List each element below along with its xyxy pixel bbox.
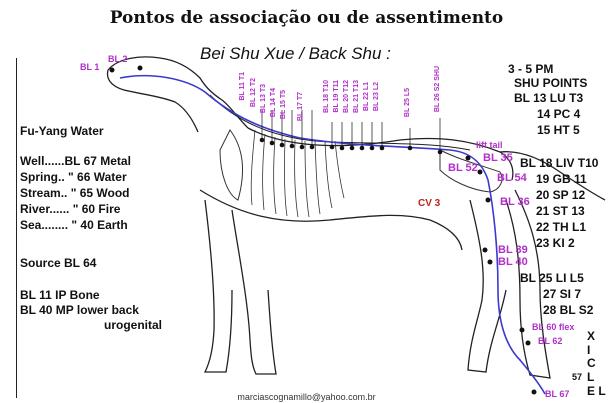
vertebra-label: BL 26 S2 SHU	[434, 66, 441, 112]
shu-row: 20 SP 12	[536, 188, 585, 203]
shu-row: 14 PC 4	[537, 107, 580, 122]
vertebra-label: BL 17 T7	[297, 92, 304, 121]
vertebra-label: BL 18 T10	[323, 80, 330, 113]
element-row: River...... " 60 Fire	[20, 202, 120, 217]
vertebra-label: BL 22 L1	[363, 82, 370, 111]
fu-yang-heading: Fu-Yang Water	[20, 124, 104, 139]
point-label-bl62: BL 62	[538, 336, 562, 346]
xicle-letter: C	[587, 356, 596, 371]
shu-row: 15 HT 5	[537, 123, 580, 138]
author-email: marciascognamillo@yahoo.com.br	[0, 392, 613, 402]
spine	[210, 95, 470, 150]
element-row: Stream.. " 65 Wood	[20, 186, 130, 201]
shu-row: 23 KI 2	[536, 236, 575, 251]
bl11-note: BL 11 IP Bone	[20, 288, 100, 303]
vertebra-label: BL 23 L2	[373, 82, 380, 111]
bladder-meridian-line	[120, 76, 545, 394]
shu-row: BL 18 LIV T10	[520, 156, 598, 171]
shu-points-heading: SHU POINTS	[514, 76, 587, 91]
vertebra-label: BL 12 T2	[250, 78, 257, 107]
vertebra-label: BL 19 T11	[333, 80, 340, 113]
element-row: Sea........ " 40 Earth	[20, 218, 128, 233]
element-row: Spring.. " 66 Water	[20, 170, 127, 185]
point-label-lift-tail: lift tail	[476, 140, 503, 150]
bl40-note-continued: urogenital	[104, 318, 162, 333]
vertebra-label: BL 11 T1	[239, 72, 246, 101]
point-label-cv3: CV 3	[418, 198, 440, 209]
xicle-letter: L	[587, 370, 594, 385]
vertebra-label: BL 14 T4	[270, 88, 277, 117]
shu-row: 21 ST 13	[536, 204, 585, 219]
vertebra-label: BL 21 T13	[353, 80, 360, 113]
vertebra-label: BL 25 L5	[404, 88, 411, 117]
point-label-bl52: BL 52	[448, 162, 478, 174]
scapula	[220, 130, 243, 200]
shu-row: 28 BL S2	[543, 303, 593, 318]
shu-row: 19 GB 11	[536, 172, 587, 187]
xicle-number: 57	[572, 372, 582, 382]
point-label-bl54: BL 54	[497, 172, 527, 184]
vertebra-label: BL 20 T12	[343, 80, 350, 113]
xicle-letter: X	[587, 329, 595, 344]
time-range: 3 - 5 PM	[508, 62, 553, 77]
shu-row: BL 25 LI L5	[520, 271, 584, 286]
point-label-bl1: BL 1	[80, 62, 99, 72]
point-label-bl60: BL 60 flex	[532, 322, 574, 332]
element-row: Well......BL 67 Metal	[20, 154, 131, 169]
bl40-note: BL 40 MP lower back	[20, 303, 139, 318]
acupoint-markers	[110, 66, 537, 395]
vertebra-label: BL 15 T5	[280, 90, 287, 119]
vertebra-label: BL 13 T3	[260, 84, 267, 113]
shu-row: 27 SI 7	[543, 287, 581, 302]
point-label-bl2: BL 2	[108, 54, 127, 64]
point-label-bl39: BL 39	[498, 244, 528, 256]
source-point: Source BL 64	[20, 256, 96, 271]
point-label-bl35: BL 35	[483, 152, 513, 164]
shu-row: BL 13 LU T3	[514, 91, 583, 106]
shu-row: 22 TH L1	[536, 220, 586, 235]
point-label-bl36: BL 36	[500, 196, 530, 208]
point-label-bl40: BL 40	[498, 256, 528, 268]
